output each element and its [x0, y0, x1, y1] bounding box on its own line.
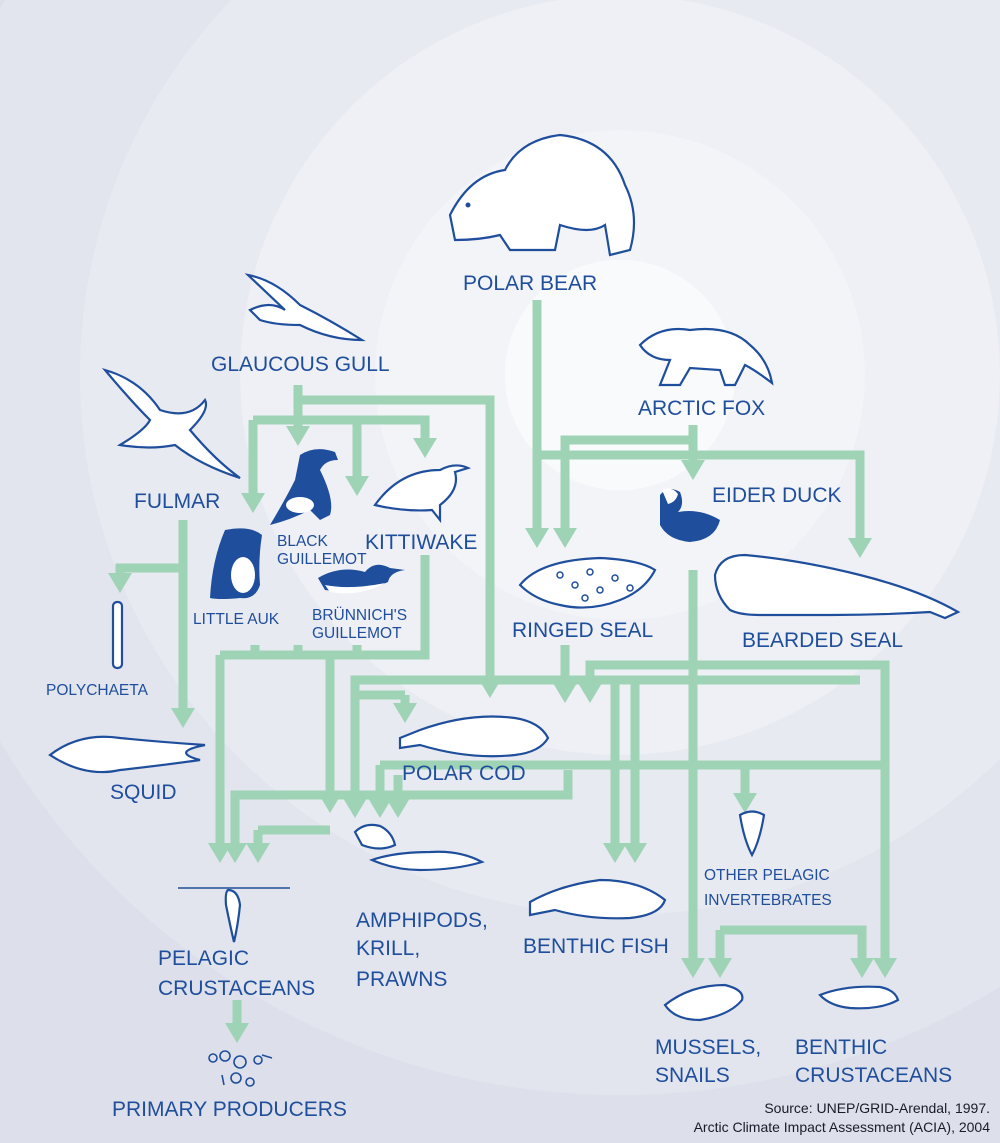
label-mussels-1: MUSSELS, — [655, 1036, 761, 1059]
arrowhead — [848, 538, 872, 558]
label-benthic-fish: BENTHIC FISH — [523, 935, 669, 958]
source-line-2: Arctic Climate Impact Assessment (ACIA),… — [694, 1119, 991, 1135]
arrowhead — [553, 528, 577, 548]
feeding-link — [220, 555, 430, 660]
feeding-link — [585, 660, 890, 960]
feeding-link — [560, 435, 693, 530]
label-polar-bear: POLAR BEAR — [463, 272, 597, 295]
label-amphipods-2: KRILL, — [356, 937, 420, 960]
benthic-crustacean-icon — [818, 985, 900, 1010]
arctic-fox-icon — [638, 327, 774, 387]
label-polychaeta: POLYCHAETA — [46, 682, 149, 699]
label-ringed-seal: RINGED SEAL — [512, 619, 653, 642]
arrowhead — [108, 573, 132, 593]
label-squid: SQUID — [110, 781, 177, 804]
feeding-link — [253, 415, 430, 440]
arrowhead — [681, 460, 705, 480]
arrowhead — [286, 426, 310, 446]
label-pelagic-crustaceans-2: CRUSTACEANS — [158, 977, 315, 1000]
arrowhead — [246, 843, 270, 863]
label-eider-duck: EIDER DUCK — [712, 484, 842, 507]
arrowhead — [413, 438, 437, 458]
arrowhead — [171, 708, 195, 728]
label-benthic-crustaceans-1: BENTHIC — [795, 1036, 887, 1059]
ringed-seal-icon — [518, 556, 657, 609]
labels: POLAR BEAR ARCTIC FOX GLAUCOUS GULL FULM… — [46, 272, 990, 1135]
arrowhead — [225, 1023, 249, 1043]
label-primary-producers: PRIMARY PRODUCERS — [112, 1098, 347, 1121]
kittiwake-icon — [373, 464, 472, 524]
bearded-seal-icon — [713, 553, 961, 620]
eider-duck-icon — [660, 488, 720, 542]
arrowhead — [478, 678, 502, 698]
label-brunnichs-guillemot-2: GUILLEMOT — [312, 625, 402, 642]
label-benthic-crustaceans-2: CRUSTACEANS — [795, 1064, 952, 1087]
arrowhead — [603, 843, 627, 863]
pelagic-crustacean-icon — [178, 887, 290, 943]
label-little-auk: LITTLE AUK — [193, 611, 280, 628]
arrowhead — [318, 793, 342, 813]
label-amphipods-1: AMPHIPODS, — [356, 909, 488, 932]
arrowhead — [525, 528, 549, 548]
arrowhead — [241, 493, 265, 513]
label-glaucous-gull: GLAUCOUS GULL — [211, 353, 390, 376]
fulmar-icon — [101, 367, 241, 480]
label-brunnichs-guillemot-1: BRÜNNICH'S — [312, 606, 407, 624]
label-arctic-fox: ARCTIC FOX — [638, 397, 765, 420]
label-black-guillemot-1: BLACK — [277, 533, 328, 550]
arrowhead — [368, 798, 392, 818]
arrowhead — [553, 683, 577, 703]
polar-cod-icon — [398, 715, 550, 758]
feeding-link — [532, 300, 865, 540]
arrowhead — [578, 683, 602, 703]
label-mussels-2: SNAILS — [655, 1064, 730, 1087]
primary-producers-icon — [208, 1050, 273, 1087]
benthic-fish-icon — [528, 878, 667, 920]
label-bearded-seal: BEARDED SEAL — [742, 629, 903, 652]
arrowhead — [873, 958, 897, 978]
arrowhead — [223, 843, 247, 863]
feeding-arrows — [108, 300, 897, 1043]
arrowhead — [343, 798, 367, 818]
source-line-1: Source: UNEP/GRID-Arendal, 1997. — [764, 1100, 990, 1116]
label-kittiwake: KITTIWAKE — [365, 531, 477, 554]
polychaeta-icon — [111, 600, 124, 670]
feeding-link — [115, 563, 183, 575]
black-guillemot-icon — [270, 449, 338, 525]
label-pelagic-crustaceans-1: PELAGIC — [158, 947, 249, 970]
little-auk-icon — [210, 528, 262, 599]
squid-icon — [48, 735, 206, 774]
label-other-pelagic-2: INVERTEBRATES — [704, 892, 832, 909]
mussel-icon — [663, 983, 744, 1022]
label-polar-cod: POLAR COD — [402, 762, 526, 785]
label-amphipods-3: PRAWNS — [356, 968, 447, 991]
amphipod-icon — [353, 823, 485, 872]
arrowhead — [708, 958, 732, 978]
label-fulmar: FULMAR — [134, 490, 220, 513]
brunnichs-guillemot-icon — [318, 564, 405, 594]
arrowhead — [733, 793, 757, 813]
arrowhead — [345, 476, 369, 496]
feeding-link — [298, 395, 495, 680]
other-pelagic-invertebrate-icon — [738, 810, 766, 858]
arrowhead — [386, 798, 410, 818]
arrowhead — [623, 843, 647, 863]
label-black-guillemot-2: GUILLEMOT — [277, 551, 367, 568]
glaucous-gull-icon — [244, 273, 366, 342]
feeding-link — [720, 925, 867, 960]
arrowhead — [681, 958, 705, 978]
arrowhead — [393, 703, 417, 723]
polar-bear-icon — [448, 133, 636, 257]
arrowhead — [850, 958, 874, 978]
label-other-pelagic-1: OTHER PELAGIC — [704, 867, 830, 884]
